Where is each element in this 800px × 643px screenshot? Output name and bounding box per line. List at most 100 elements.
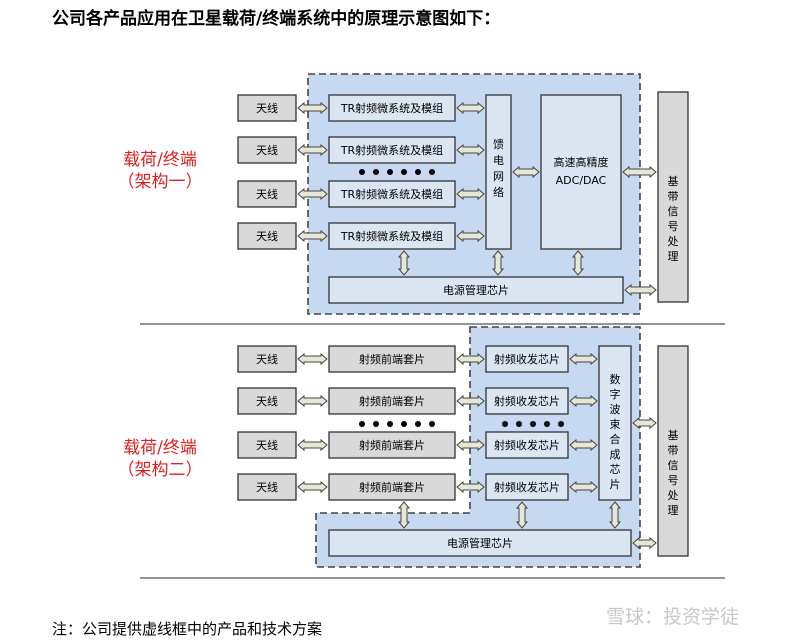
top-antenna-3: 天线 — [237, 180, 297, 208]
top-power-chip: 电源管理芯片 — [328, 276, 624, 304]
svg-text:信: 信 — [668, 205, 679, 218]
svg-text:射频前端套片: 射频前端套片 — [359, 394, 425, 408]
bottom-baseband: 基 带 信 号 处 理 — [657, 345, 689, 557]
bottom-antenna-4: 天线 — [237, 473, 297, 501]
bottom-frontend-2: 射频前端套片 — [328, 387, 456, 415]
svg-text:天线: 天线 — [256, 352, 278, 366]
svg-text:波: 波 — [610, 403, 621, 416]
svg-text:天线: 天线 — [256, 229, 278, 243]
svg-text:络: 络 — [493, 185, 504, 199]
top-tr-arrow-3 — [456, 187, 485, 201]
svg-text:号: 号 — [668, 474, 679, 487]
svg-text:天线: 天线 — [256, 101, 278, 115]
svg-text:电: 电 — [493, 154, 504, 167]
bottom-transceiver-arrow-2 — [569, 394, 598, 408]
svg-text:芯: 芯 — [610, 462, 621, 476]
bottom-power-transceiver-arrow — [515, 501, 529, 529]
bottom-antenna-1: 天线 — [237, 345, 297, 373]
svg-text:射频收发芯片: 射频收发芯片 — [494, 480, 560, 494]
svg-text:天线: 天线 — [256, 438, 278, 452]
bottom-transceiver-arrow-1 — [569, 352, 598, 366]
svg-text:合: 合 — [610, 432, 621, 446]
svg-text:号: 号 — [668, 220, 679, 233]
watermark: 雪球：投资学徒 — [606, 606, 740, 628]
top-antenna-arrow-1 — [297, 101, 328, 115]
svg-text:网: 网 — [493, 170, 504, 183]
top-antenna-arrow-3 — [297, 187, 328, 201]
bottom-antenna-arrow-4 — [297, 480, 328, 494]
svg-text:射频收发芯片: 射频收发芯片 — [494, 394, 560, 408]
bottom-antenna-3: 天线 — [237, 431, 297, 459]
svg-text:射频前端套片: 射频前端套片 — [359, 438, 425, 452]
svg-text:TR射频微系统及模组: TR射频微系统及模组 — [340, 101, 443, 115]
footnote: 注：公司提供虚线框中的产品和技术方案 — [52, 620, 323, 638]
top-power-tr-arrow — [397, 250, 411, 276]
bottom-transceiver-1: 射频收发芯片 — [485, 345, 569, 373]
svg-text:带: 带 — [668, 190, 679, 203]
top-tr-arrow-1 — [456, 101, 485, 115]
svg-text:基: 基 — [668, 175, 679, 188]
bottom-antenna-arrow-1 — [297, 352, 328, 366]
svg-text:理: 理 — [668, 504, 679, 517]
bottom-frontend-arrow-4 — [456, 480, 485, 494]
top-tr-arrow-4 — [456, 229, 485, 243]
top-antenna-1: 天线 — [237, 94, 297, 122]
bottom-power-beamformer-arrow — [608, 501, 622, 529]
svg-text:天线: 天线 — [256, 143, 278, 157]
svg-text:TR射频微系统及模组: TR射频微系统及模组 — [340, 229, 443, 243]
bottom-power-baseband-arrow — [632, 536, 657, 550]
svg-text:TR射频微系统及模组: TR射频微系统及模组 — [340, 187, 443, 201]
svg-text:天线: 天线 — [256, 187, 278, 201]
svg-text:射频收发芯片: 射频收发芯片 — [494, 352, 560, 366]
top-feed-network: 馈 电 网 络 — [485, 94, 512, 250]
bottom-beamformer-baseband-arrow — [632, 416, 657, 430]
bottom-frontend-1: 射频前端套片 — [328, 345, 456, 373]
top-ellipsis-dots — [359, 169, 435, 175]
bottom-frontend-arrow-1 — [456, 352, 485, 366]
svg-text:基: 基 — [668, 429, 679, 442]
bottom-beamformer: 数 字 波 束 合 成 芯 片 — [598, 345, 632, 501]
svg-text:射频前端套片: 射频前端套片 — [359, 352, 425, 366]
svg-text:ADC/DAC: ADC/DAC — [556, 174, 607, 187]
svg-text:电源管理芯片: 电源管理芯片 — [443, 283, 509, 297]
bottom-transceiver-arrow-4 — [569, 480, 598, 494]
bottom-label-line2: （架构二） — [118, 460, 203, 480]
svg-text:成: 成 — [610, 448, 621, 461]
arrows — [297, 101, 657, 550]
bottom-label-line1: 载荷/终端 — [123, 438, 197, 458]
bottom-antenna-arrow-2 — [297, 394, 328, 408]
top-tr-arrow-2 — [456, 143, 485, 157]
bottom-frontend-4: 射频前端套片 — [328, 473, 456, 501]
svg-text:信: 信 — [668, 459, 679, 472]
top-label-line2: （架构一） — [118, 172, 203, 192]
bottom-ellipsis-dots-left — [359, 421, 435, 427]
top-tr-module-1: TR射频微系统及模组 — [328, 94, 456, 122]
top-antenna-4: 天线 — [237, 222, 297, 250]
svg-text:天线: 天线 — [256, 480, 278, 494]
svg-text:馈: 馈 — [493, 138, 504, 151]
svg-text:束: 束 — [610, 418, 621, 431]
bottom-transceiver-4: 射频收发芯片 — [485, 473, 569, 501]
svg-text:TR射频微系统及模组: TR射频微系统及模组 — [340, 143, 443, 157]
svg-text:射频收发芯片: 射频收发芯片 — [494, 438, 560, 452]
bottom-transceiver-arrow-3 — [569, 438, 598, 452]
bottom-antenna-2: 天线 — [237, 387, 297, 415]
svg-text:理: 理 — [668, 250, 679, 263]
bottom-frontend-3: 射频前端套片 — [328, 431, 456, 459]
svg-text:字: 字 — [610, 387, 621, 401]
bottom-frontend-arrow-3 — [456, 438, 485, 452]
svg-text:带: 带 — [668, 444, 679, 457]
top-label-line1: 载荷/终端 — [123, 150, 197, 170]
top-antenna-arrow-4 — [297, 229, 328, 243]
top-adc-dac: 高速高精度 ADC/DAC — [540, 94, 622, 250]
bottom-frontend-arrow-2 — [456, 394, 485, 408]
top-adc-baseband-arrow — [622, 165, 657, 179]
top-tr-module-2: TR射频微系统及模组 — [328, 136, 456, 164]
top-power-adc-arrow — [571, 250, 585, 276]
bottom-ellipsis-dots-right — [502, 421, 564, 427]
top-feed-adc-arrow — [512, 165, 540, 179]
top-tr-module-3: TR射频微系统及模组 — [328, 180, 456, 208]
top-power-baseband-arrow — [624, 283, 657, 297]
bottom-transceiver-3: 射频收发芯片 — [485, 431, 569, 459]
